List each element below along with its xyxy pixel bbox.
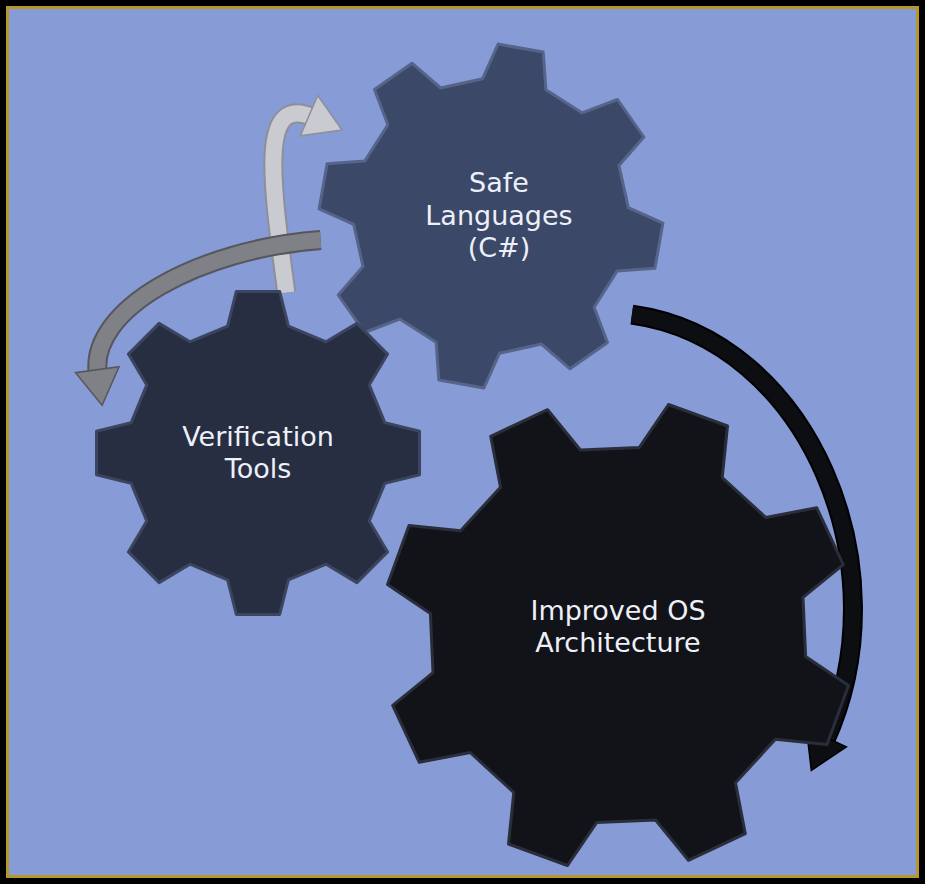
gear-node: Verification Tools <box>95 290 421 616</box>
gear-label: Verification Tools <box>158 421 358 486</box>
gear-label: Safe Languages (C#) <box>414 167 584 264</box>
gear-node: Improved OS Architecture <box>382 399 854 871</box>
arrow-head <box>300 95 342 135</box>
gear-outline <box>388 405 849 866</box>
arrow-edge <box>273 113 312 292</box>
background-panel: Safe Languages (C#) Verification ToolsImp… <box>6 6 919 878</box>
arrow-head <box>75 367 119 406</box>
arrow-body <box>273 113 312 292</box>
gear-label: Improved OS Architecture <box>508 595 728 660</box>
gear-outline <box>97 292 420 615</box>
